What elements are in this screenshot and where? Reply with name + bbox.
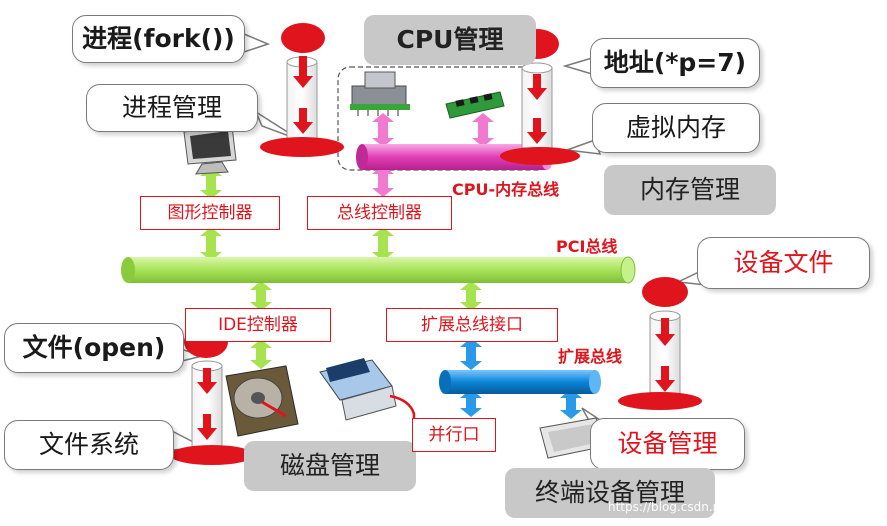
- callout-virtual-memory: 虚拟内存: [592, 103, 760, 153]
- label-cpu-memory-bus: CPU-内存总线: [452, 180, 560, 199]
- connector-cpu-bus: [372, 113, 494, 147]
- bus-controller: 总线控制器: [307, 196, 452, 230]
- monitor-icon: [183, 125, 237, 175]
- graphics-controller: 图形控制器: [140, 196, 280, 230]
- box-memory-management: 内存管理: [604, 165, 776, 215]
- connector-buscontroller: [372, 165, 394, 261]
- parallel-port: 并行口: [412, 418, 496, 452]
- connector-ide-pci: [250, 281, 272, 369]
- callout-file-open: 文件(open): [4, 323, 184, 373]
- keyboard-icon: [539, 417, 607, 459]
- expansion-bus: [439, 370, 601, 394]
- callout-device-file: 设备文件: [697, 237, 870, 289]
- box-disk-management: 磁盘管理: [244, 441, 416, 491]
- expansion-bus-interface: 扩展总线接口: [386, 308, 558, 342]
- box-cpu-management: CPU管理: [364, 15, 536, 65]
- pointer-device-file: [618, 277, 702, 410]
- label-pci-bus: PCI总线: [556, 237, 618, 256]
- callout-fork: 进程(fork()): [72, 15, 245, 63]
- connector-expansion-pci: [460, 281, 582, 419]
- watermark: https://blog.csdn.net/qq_43605085: [608, 500, 819, 514]
- printer-icon: [319, 358, 416, 428]
- hard-disk-icon: [225, 365, 299, 437]
- ide-controller: IDE控制器: [185, 308, 331, 342]
- cpu-chip-icon: [350, 71, 410, 116]
- memory-module-icon: [445, 91, 505, 119]
- callout-device-management: 设备管理: [590, 418, 745, 470]
- callout-file-system: 文件系统: [4, 420, 174, 470]
- pci-bus: [121, 256, 636, 284]
- label-expansion-bus: 扩展总线: [558, 347, 623, 366]
- connectors: [200, 113, 582, 419]
- pointer-process: [260, 23, 344, 157]
- callout-process-management: 进程管理: [86, 84, 258, 132]
- connector-graphics-pci: [200, 167, 222, 261]
- box-terminal-management: 终端设备管理: [505, 468, 715, 518]
- callout-address: 地址(*p=7): [590, 38, 760, 88]
